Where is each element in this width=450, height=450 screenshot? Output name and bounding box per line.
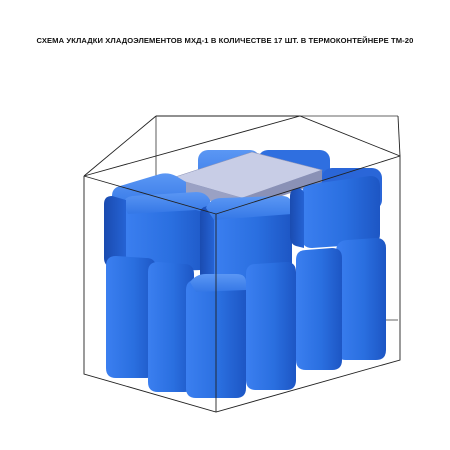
cold-element-upper-left	[104, 192, 210, 272]
cold-element-lower-1	[106, 256, 156, 378]
cold-element-lower-back-right	[296, 238, 386, 370]
cold-element-lower-4	[246, 262, 296, 390]
cold-element-upper-right	[290, 176, 380, 248]
container-front-edges	[83, 115, 401, 413]
cold-element-lower-2	[148, 262, 194, 392]
page-title: СХЕМА УКЛАДКИ ХЛАДОЭЛЕМЕНТОВ МХД-1 В КОЛ…	[36, 36, 414, 45]
